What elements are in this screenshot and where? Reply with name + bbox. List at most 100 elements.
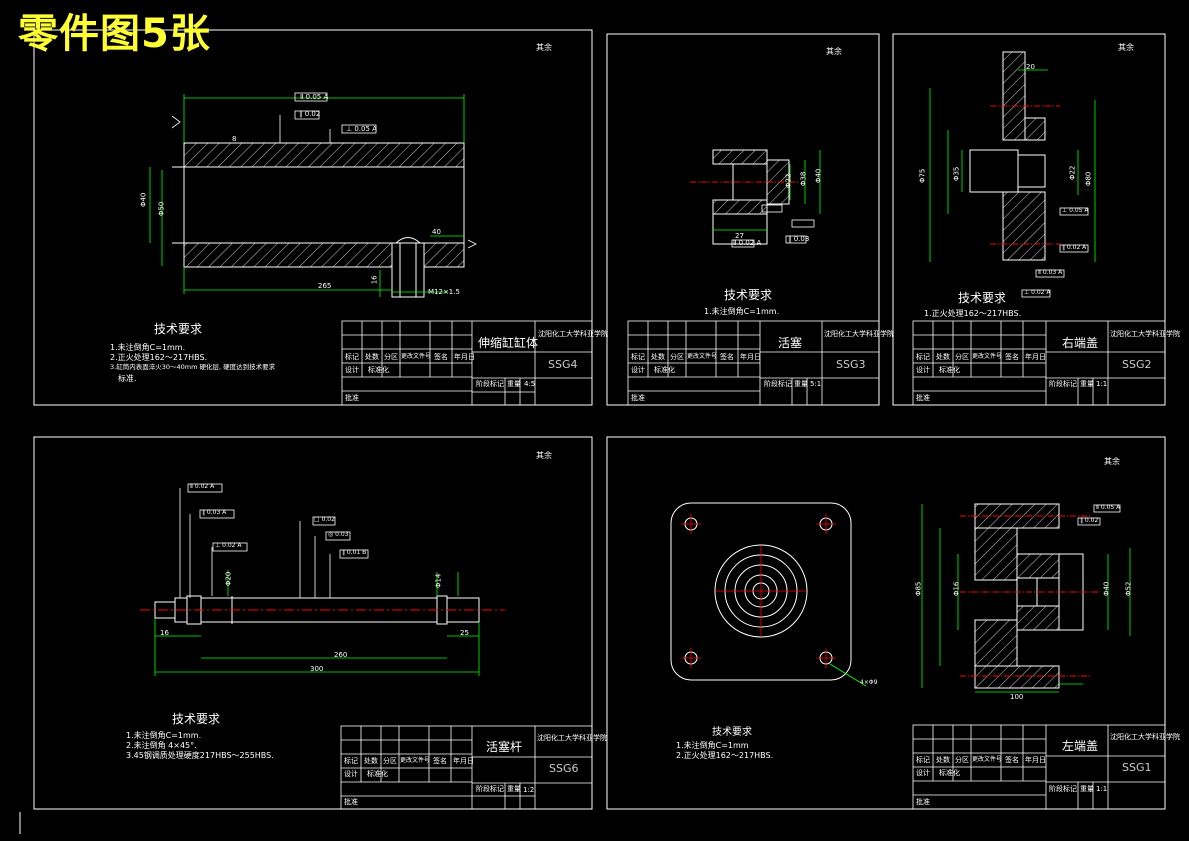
tb-label: 标记 — [916, 756, 930, 764]
tb-label: 批准 — [345, 394, 359, 402]
dimension-text: Φ40 — [1102, 581, 1111, 597]
dimension-text: ◎ 0.03 — [328, 531, 349, 538]
tb-label: 更改文件号 — [972, 353, 1003, 360]
tb-label: 签名 — [1005, 756, 1019, 764]
tech-requirements-title: 技术要求 — [712, 727, 752, 738]
part-name: 活塞 — [778, 336, 803, 350]
sheet-ssg6 — [33, 436, 593, 810]
tb-label: 更改文件号 — [687, 353, 718, 360]
dimension-text: 20 — [1026, 63, 1035, 71]
tb-label: 标准化 — [939, 769, 960, 777]
dimension-text: Φ16 — [952, 581, 961, 597]
ssg3-title-block — [627, 320, 880, 406]
dimension-text: 4×Φ9 — [860, 679, 878, 686]
school-name: 沈阳化工大学科亚学院 — [537, 734, 607, 742]
tb-label: 分区 — [670, 353, 684, 361]
tb-label: 重量 — [794, 380, 808, 388]
requirement-line: 3.45钢调质处理硬度217HBS～255HBS. — [126, 751, 274, 760]
drawing-code: SSG3 — [836, 358, 866, 371]
drawing-code: SSG1 — [1122, 761, 1152, 774]
drawing-code: SSG6 — [549, 762, 579, 775]
tb-label: 签名 — [720, 353, 734, 361]
tb-label: 批准 — [916, 394, 930, 402]
dimension-text: Φ85 — [914, 581, 923, 597]
dimension-text: ⊥ 0.02 A — [1024, 289, 1051, 296]
dimension-text: ∥ 0.03 — [788, 235, 810, 243]
dimension-text: 265 — [318, 282, 332, 290]
tb-label: 标记 — [345, 353, 359, 361]
tb-label: 处数 — [364, 757, 378, 765]
tb-label: 设计 — [916, 366, 930, 374]
dimension-text: 16 — [160, 629, 169, 637]
dimension-text: 100 — [1010, 693, 1024, 701]
scale-value: 1:2 — [523, 786, 535, 794]
tb-label: 签名 — [1005, 353, 1019, 361]
tb-label: 年月日 — [1025, 756, 1046, 764]
tb-label: 签名 — [434, 353, 448, 361]
tb-label: 年月日 — [453, 757, 474, 765]
tb-label: 重量 — [507, 380, 521, 388]
dimension-text: Φ22 — [1068, 165, 1077, 181]
tb-label: 标准化 — [939, 366, 960, 374]
dimension-text: 16 — [370, 275, 379, 285]
drawing-set-title: 零件图5张 — [18, 11, 211, 57]
scale-value: 5:1 — [810, 380, 822, 388]
dimension-text: Φ75 — [918, 168, 927, 184]
tech-requirements-title: 技术要求 — [154, 322, 203, 336]
requirement-line: 1.未注倒角C=1mm. — [110, 343, 186, 352]
roughness-note: 其余 — [1104, 457, 1120, 466]
school-name: 沈阳化工大学科亚学院 — [1110, 733, 1180, 741]
tb-label: 设计 — [345, 366, 359, 374]
tech-requirements-title: 技术要求 — [958, 291, 1007, 305]
school-name: 沈阳化工大学科亚学院 — [824, 330, 894, 338]
tb-label: 重量 — [1080, 785, 1094, 793]
part-name: 伸缩缸缸体 — [478, 336, 539, 350]
sheet-ssg4 — [33, 29, 593, 406]
tb-label: 更改文件号 — [400, 757, 431, 764]
tb-label: 设计 — [916, 769, 930, 777]
tb-label: 签名 — [433, 757, 447, 765]
tb-label: 处数 — [651, 353, 665, 361]
dimension-text: Ⅱ 0.02 A — [190, 483, 215, 490]
tech-requirements-title: 技术要求 — [724, 288, 773, 302]
dimension-text: Φ20 — [224, 571, 233, 587]
ssg4-title-block — [341, 320, 593, 406]
roughness-note: 其余 — [536, 43, 552, 52]
tb-label: 标记 — [916, 353, 930, 361]
dimension-text: ∥ 0.03 A — [202, 509, 227, 516]
roughness-note: 其余 — [826, 47, 842, 56]
requirement-line: 标准. — [118, 374, 137, 383]
tb-label: 年月日 — [1025, 353, 1046, 361]
dimension-text: Φ80 — [1084, 171, 1093, 187]
dimension-text: ⊥ 0.05 A — [346, 125, 377, 133]
tb-label: 重量 — [1080, 380, 1094, 388]
dimension-text: Φ40 — [139, 192, 148, 208]
tb-label: 标准化 — [367, 770, 388, 778]
tb-label: 批准 — [916, 798, 930, 806]
dimension-text: Φ50 — [157, 201, 166, 217]
tb-label: 更改文件号 — [401, 353, 432, 360]
requirement-line: 1.未注倒角C=1mm. — [126, 731, 202, 740]
part-name: 右端盖 — [1062, 336, 1099, 350]
tb-label: 分区 — [383, 757, 397, 765]
tb-label: 标记 — [344, 757, 358, 765]
dimension-text: ∥ 0.01 B — [342, 549, 367, 556]
tb-label: 处数 — [936, 756, 950, 764]
dimension-text: ⊥ 0.05 A — [1062, 207, 1089, 214]
dimension-text: □ 0.02 — [314, 516, 335, 523]
requirement-line: 1.未注倒角C=1mm. — [704, 307, 780, 316]
tb-label: 标记 — [631, 353, 645, 361]
tb-label: 年月日 — [740, 353, 761, 361]
dimension-text: Ⅱ 0.03 A — [1038, 269, 1063, 276]
tb-label: 重量 — [507, 785, 521, 793]
dimension-text: Φ40 — [814, 168, 823, 184]
dimension-text: Ⅱ 0.05 A — [1096, 504, 1121, 511]
roughness-note: 其余 — [536, 451, 552, 460]
sheet-ssg2 — [892, 33, 1166, 406]
drawing-code: SSG2 — [1122, 358, 1152, 371]
piston-rod-view — [140, 595, 505, 625]
dimension-text: 260 — [334, 651, 348, 659]
left-end-cap-front-view — [670, 502, 867, 687]
tb-label: 阶段标记 — [476, 785, 504, 793]
ssg1-title-block — [912, 724, 1166, 810]
